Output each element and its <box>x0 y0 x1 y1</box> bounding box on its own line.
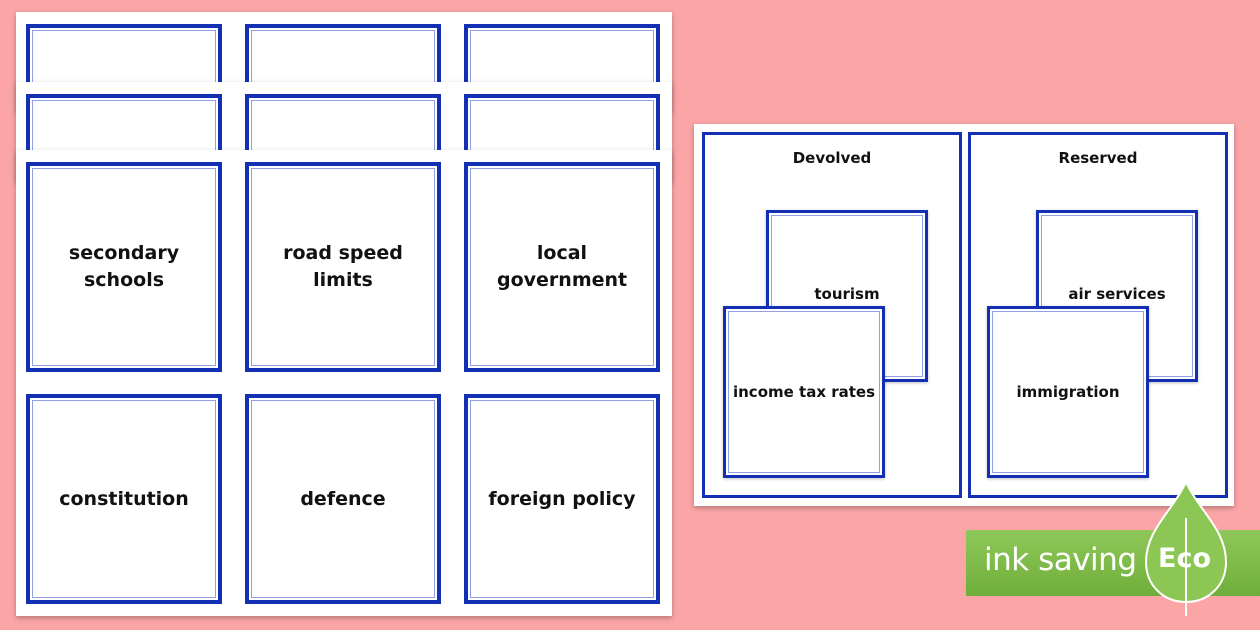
panel-title: Reserved <box>1058 149 1138 167</box>
word-card[interactable]: road speed limits <box>245 162 441 372</box>
sorted-card[interactable]: income tax rates <box>723 306 885 478</box>
badge-label: ink saving <box>984 542 1137 578</box>
leaf-icon <box>1144 479 1228 616</box>
word-card[interactable]: secondary schools <box>26 162 222 372</box>
card-label: road speed limits <box>283 242 403 291</box>
sorted-card[interactable]: immigration <box>987 306 1149 478</box>
card-sheet: secondary schools road speed limits loca… <box>16 150 672 616</box>
card-label: defence <box>300 487 386 510</box>
card-label: immigration <box>1016 383 1120 401</box>
card-label: air services <box>1068 285 1166 303</box>
word-card[interactable]: defence <box>245 394 441 604</box>
card-label: tourism <box>814 285 880 303</box>
word-card[interactable]: local government <box>464 162 660 372</box>
card-label: constitution <box>59 487 189 510</box>
word-card[interactable]: constitution <box>26 394 222 604</box>
card-label: foreign policy <box>488 487 636 510</box>
card-label: income tax rates <box>732 383 876 401</box>
sort-board: Devolved Reserved tourism income tax rat… <box>694 124 1234 506</box>
card-label: local government <box>497 242 628 291</box>
eco-label: Eco <box>1158 543 1211 574</box>
panel-title: Devolved <box>792 149 872 167</box>
card-label: secondary schools <box>68 242 180 291</box>
word-card[interactable]: foreign policy <box>464 394 660 604</box>
